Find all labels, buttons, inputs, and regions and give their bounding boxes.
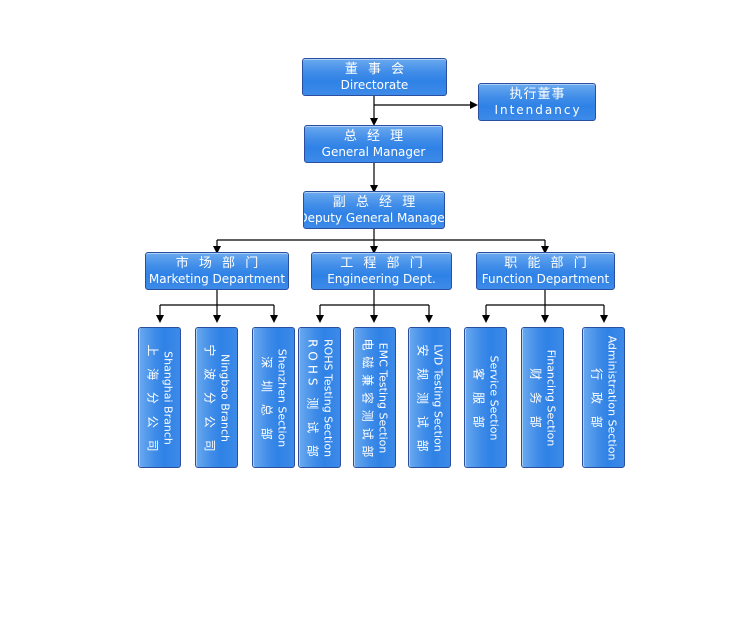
node-administration-section-labels: 行 政 部 Administration Section <box>588 328 619 467</box>
node-ningbao-branch-labels: 宁 波 分 公 司 Ningbao Branch <box>201 328 232 467</box>
node-deputy-general-manager-cn: 副 总 经 理 <box>332 195 419 210</box>
node-general-manager-cn: 总 经 理 <box>343 129 407 144</box>
node-shanghai-branch-labels: 上 海 分 公 司 Shanghai Branch <box>144 328 175 467</box>
node-shenzhen-section-cn: 深 圳 总 部 <box>259 355 273 444</box>
node-service-section-en: Service Section <box>487 354 500 441</box>
node-general-manager[interactable]: 总 经 理 General Manager <box>304 125 443 163</box>
node-rohs-testing-section-en: ROHS Testing Section <box>321 338 334 457</box>
node-deputy-general-manager[interactable]: 副 总 经 理 Deputy General Manager <box>303 191 445 229</box>
node-service-section-labels: 客 服 部 Service Section <box>470 328 501 467</box>
node-marketing-department[interactable]: 市 场 部 门 Marketing Department <box>145 252 289 290</box>
node-lvd-testing-section-labels: 安 规 测 试 部 LVD Testing Section <box>414 328 445 467</box>
node-shenzhen-section-labels: 深 圳 总 部 Shenzhen Section <box>258 328 289 467</box>
node-service-section[interactable]: 客 服 部 Service Section <box>464 327 507 468</box>
node-shenzhen-section-en: Shenzhen Section <box>275 348 288 447</box>
node-intendancy[interactable]: 执行董事 Intendancy <box>478 83 596 121</box>
node-financing-section-en: Financing Section <box>544 349 557 446</box>
node-administration-section-cn: 行 政 部 <box>589 367 603 432</box>
node-lvd-testing-section-cn: 安 规 测 试 部 <box>415 343 429 456</box>
node-lvd-testing-section[interactable]: 安 规 测 试 部 LVD Testing Section <box>408 327 451 468</box>
node-intendancy-en: Intendancy <box>494 103 582 117</box>
node-ningbao-branch[interactable]: 宁 波 分 公 司 Ningbao Branch <box>195 327 238 468</box>
node-lvd-testing-section-en: LVD Testing Section <box>431 343 444 452</box>
node-general-manager-en: General Manager <box>321 145 426 159</box>
node-ningbao-branch-en: Ningbao Branch <box>218 353 231 442</box>
node-administration-section[interactable]: 行 政 部 Administration Section <box>582 327 625 468</box>
node-administration-section-en: Administration Section <box>605 335 618 460</box>
node-function-department[interactable]: 职 能 部 门 Function Department <box>476 252 615 290</box>
node-shanghai-branch-cn: 上 海 分 公 司 <box>145 343 159 456</box>
node-engineering-department-en: Engineering Dept. <box>327 272 436 286</box>
node-rohs-testing-section-cn: ROHS 测 试 部 <box>305 338 319 461</box>
node-engineering-department[interactable]: 工 程 部 门 Engineering Dept. <box>311 252 452 290</box>
node-financing-section[interactable]: 财 务 部 Financing Section <box>521 327 564 468</box>
node-directorate[interactable]: 董 事 会 Directorate <box>302 58 447 96</box>
node-marketing-department-cn: 市 场 部 门 <box>175 256 262 271</box>
node-directorate-en: Directorate <box>340 78 409 92</box>
node-emc-testing-section-cn: 电 磁 兼 容 测 试 部 <box>360 338 374 458</box>
node-service-section-cn: 客 服 部 <box>471 367 485 432</box>
node-rohs-testing-section-labels: ROHS 测 试 部 ROHS Testing Section <box>304 328 335 467</box>
node-deputy-general-manager-en: Deputy General Manager <box>303 211 445 225</box>
node-rohs-testing-section[interactable]: ROHS 测 试 部 ROHS Testing Section <box>298 327 341 468</box>
node-emc-testing-section-en: EMC Testing Section <box>376 342 389 453</box>
node-emc-testing-section-labels: 电 磁 兼 容 测 试 部 EMC Testing Section <box>359 328 390 467</box>
node-shenzhen-section[interactable]: 深 圳 总 部 Shenzhen Section <box>252 327 295 468</box>
node-intendancy-cn: 执行董事 <box>509 87 566 102</box>
node-directorate-cn: 董 事 会 <box>344 62 408 77</box>
node-financing-section-cn: 财 务 部 <box>528 367 542 432</box>
node-engineering-department-cn: 工 程 部 门 <box>340 256 426 271</box>
node-marketing-department-en: Marketing Department <box>148 272 286 286</box>
node-emc-testing-section[interactable]: 电 磁 兼 容 测 试 部 EMC Testing Section <box>353 327 396 468</box>
node-shanghai-branch[interactable]: 上 海 分 公 司 Shanghai Branch <box>138 327 181 468</box>
node-financing-section-labels: 财 务 部 Financing Section <box>527 328 558 467</box>
node-shanghai-branch-en: Shanghai Branch <box>161 350 174 445</box>
node-function-department-cn: 职 能 部 门 <box>504 256 590 271</box>
node-function-department-en: Function Department <box>481 272 610 286</box>
node-ningbao-branch-cn: 宁 波 分 公 司 <box>202 343 216 456</box>
